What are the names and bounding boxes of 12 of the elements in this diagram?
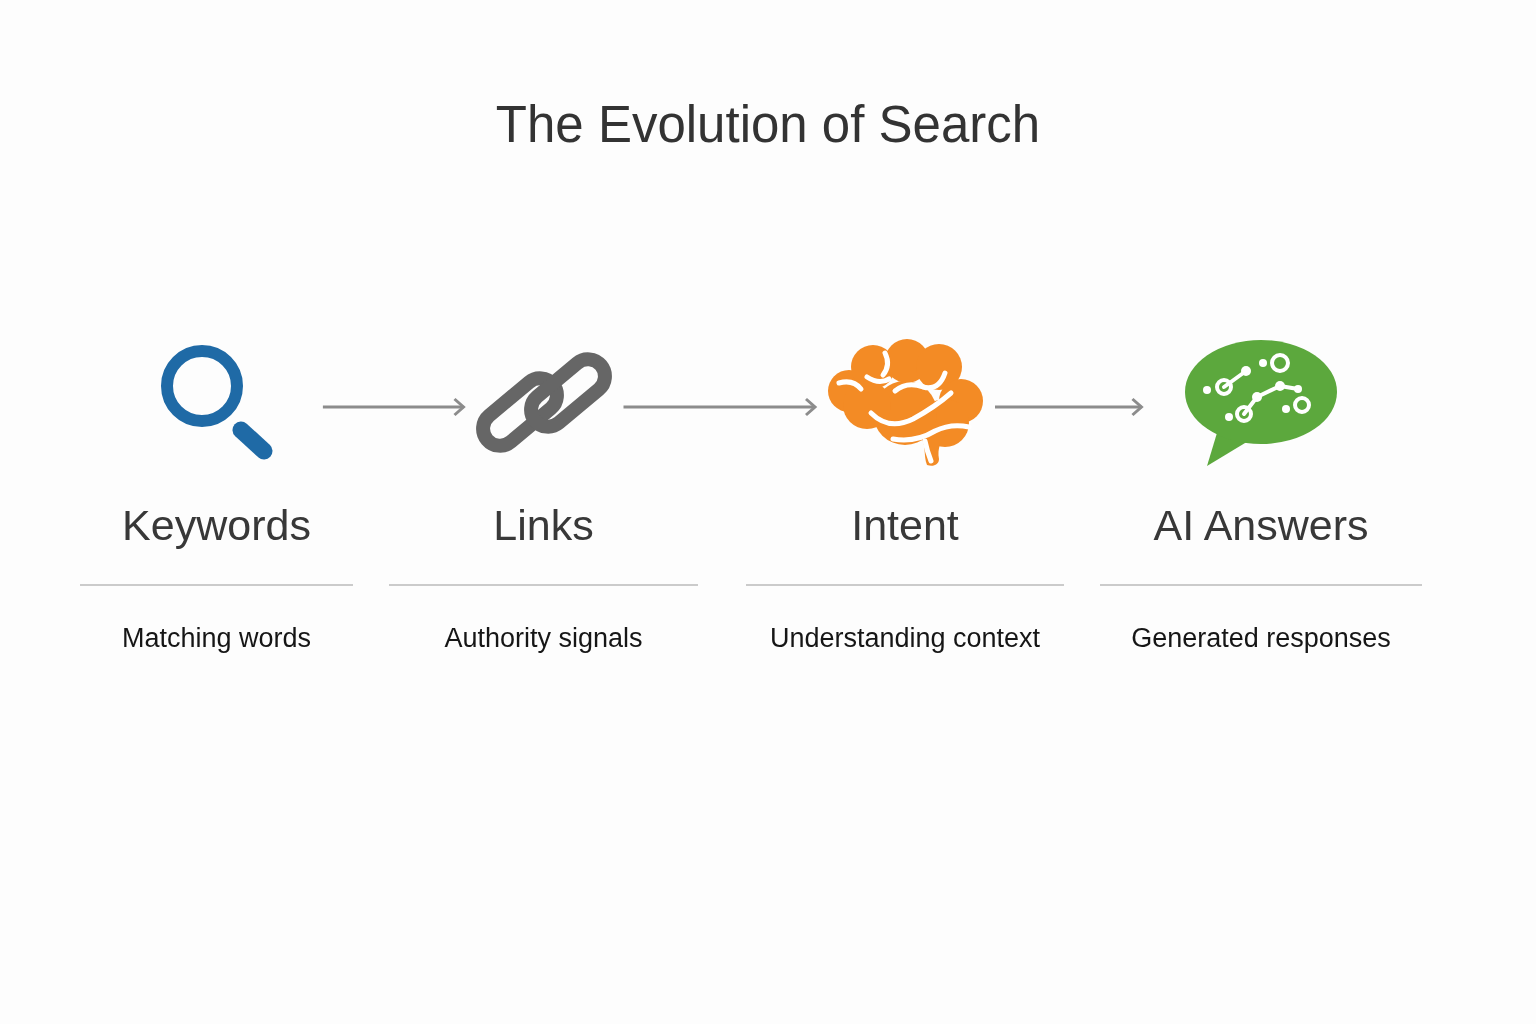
- arrow: [322, 397, 465, 417]
- diagram-title: The Evolution of Search: [495, 95, 1041, 155]
- stage-heading: Links: [493, 500, 594, 550]
- stage-description: Generated responses: [1131, 622, 1391, 655]
- stage-description: Authority signals: [444, 622, 643, 655]
- stage-description: Understanding context: [769, 622, 1041, 655]
- stage-heading: Intent: [851, 500, 959, 550]
- arrow: [995, 397, 1143, 417]
- stage-heading: AI Answers: [1153, 500, 1369, 550]
- stage-description: Matching words: [121, 622, 312, 655]
- arrow: [623, 397, 817, 417]
- stage-heading: Keywords: [122, 500, 311, 550]
